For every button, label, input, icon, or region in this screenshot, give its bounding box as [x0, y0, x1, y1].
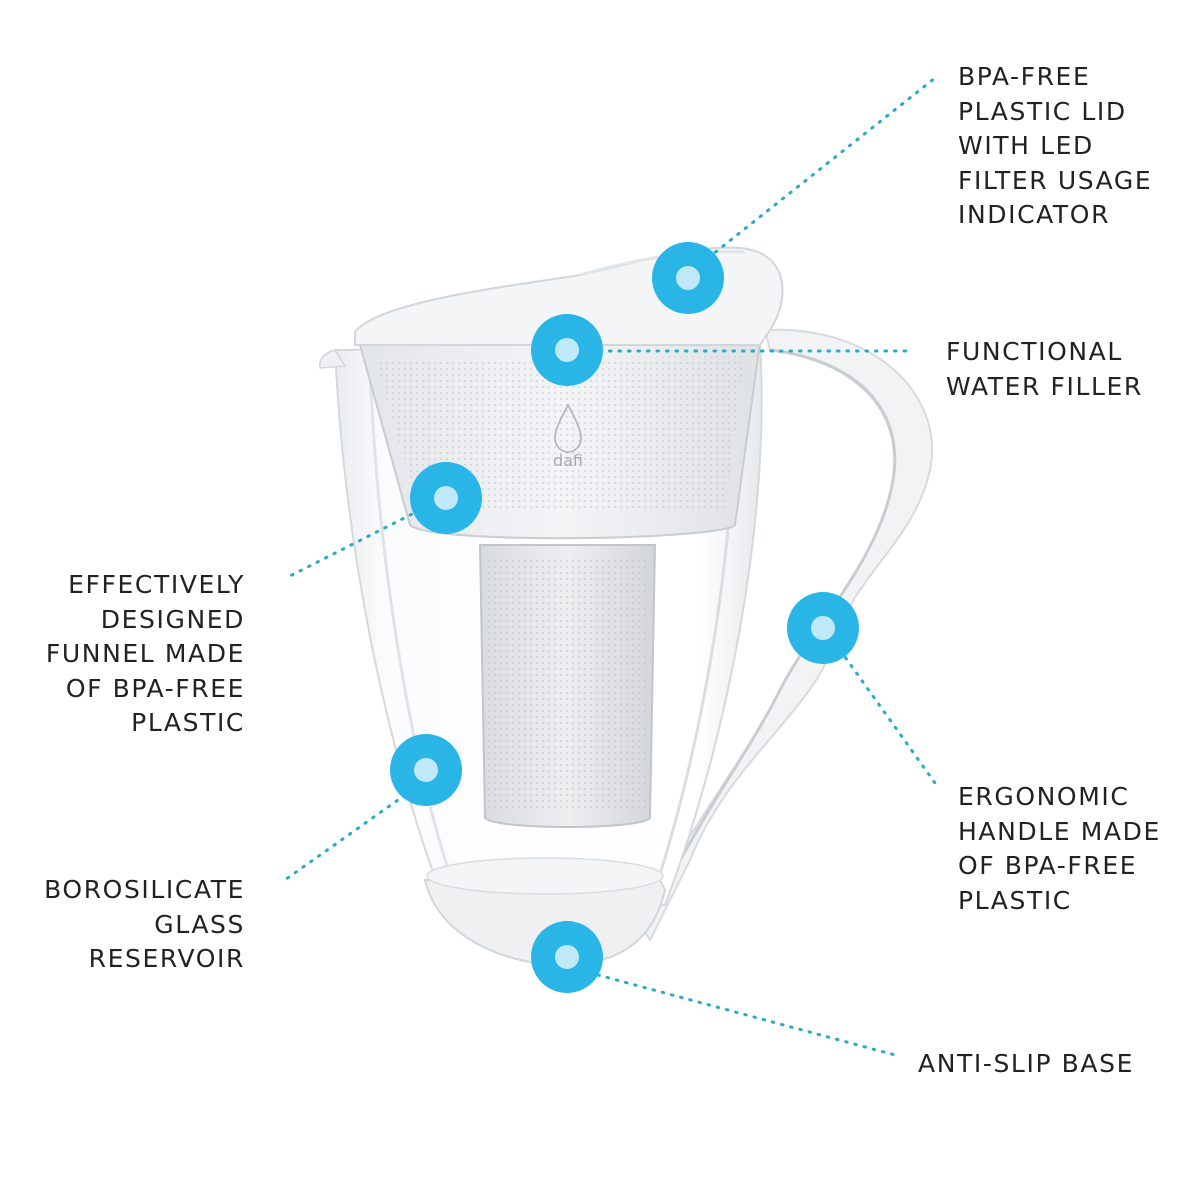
leader-line-handle: [838, 648, 937, 785]
callout-label-base: ANTI-SLIP BASE: [918, 1047, 1134, 1082]
label-line: FUNNEL MADE: [45, 639, 245, 668]
leader-line-reservoir: [280, 793, 407, 884]
label-line: INDICATOR: [958, 200, 1111, 229]
callout-marker-filler: [531, 314, 603, 386]
label-line: WATER FILLER: [946, 371, 1143, 401]
dafi-logo: dafi: [553, 403, 583, 470]
label-line: BOROSILICATE: [44, 875, 245, 904]
brand-logo-text: dafi: [553, 451, 583, 470]
label-line: ANTI-SLIP BASE: [918, 1049, 1134, 1078]
callout-label-reservoir: BOROSILICATE GLASS RESERVOIR: [44, 873, 245, 977]
label-line: RESERVOIR: [88, 944, 245, 973]
leader-line-base: [596, 973, 897, 1057]
label-line: BPA-FREE: [958, 62, 1091, 91]
callout-label-funnel: EFFECTIVELY DESIGNED FUNNEL MADE OF BPA-…: [46, 568, 245, 741]
callout-label-handle: ERGONOMIC HANDLE MADE OF BPA-FREE PLASTI…: [958, 780, 1161, 918]
label-line: PLASTIC: [131, 708, 245, 737]
label-line: PLASTIC: [958, 885, 1072, 915]
label-line: GLASS: [154, 909, 245, 939]
callout-marker-handle: [787, 592, 859, 664]
callout-marker-reservoir: [390, 734, 462, 806]
callout-label-lid: BPA-FREE PLASTIC LID WITH LED FILTER USA…: [958, 60, 1152, 233]
label-line: OF BPA-FREE: [65, 673, 245, 703]
label-line: PLASTIC LID: [958, 96, 1127, 126]
label-line: EFFECTIVELY: [68, 570, 245, 599]
callout-label-filler: FUNCTIONAL WATER FILLER: [946, 335, 1143, 404]
label-line: HANDLE MADE: [958, 816, 1161, 846]
callout-marker-base: [531, 921, 603, 993]
label-line: WITH LED: [958, 131, 1094, 160]
callout-marker-lid: [652, 242, 724, 314]
label-line: DESIGNED: [100, 604, 245, 634]
callout-marker-funnel: [410, 462, 482, 534]
label-line: FUNCTIONAL: [946, 337, 1123, 366]
label-line: FILTER USAGE: [958, 165, 1153, 195]
leader-line-lid: [706, 76, 937, 260]
label-line: OF BPA-FREE: [958, 851, 1138, 880]
label-line: ERGONOMIC: [958, 782, 1130, 811]
leader-line-funnel: [286, 508, 422, 579]
